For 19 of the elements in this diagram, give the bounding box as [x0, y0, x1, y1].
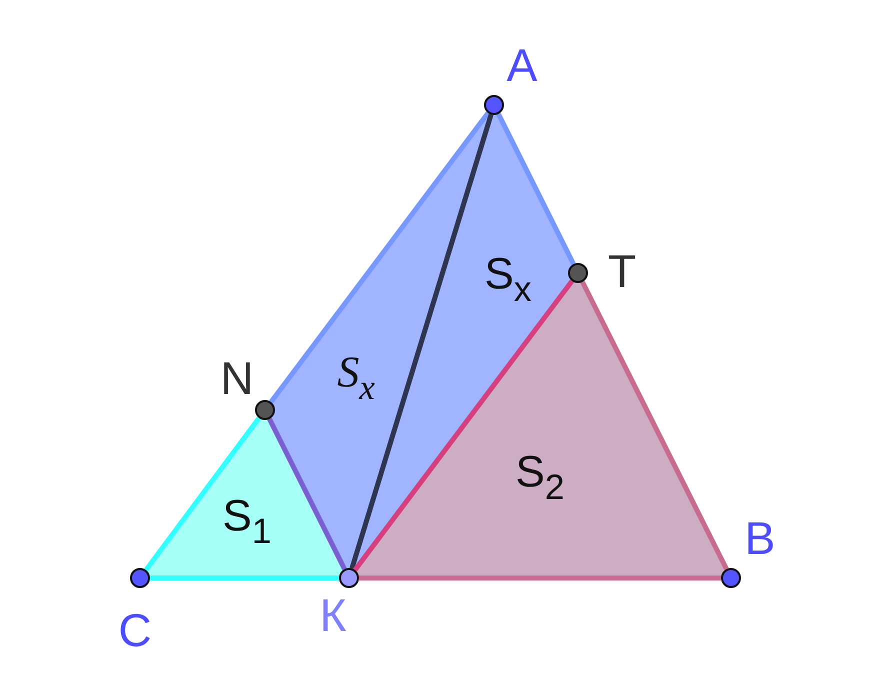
line-segment — [144, 416, 262, 572]
point-label: B — [744, 515, 776, 561]
point-label: К — [320, 592, 346, 638]
area-label: S$_{1}$ — [222, 494, 272, 550]
line-segment — [580, 280, 729, 570]
line-segment — [269, 112, 490, 404]
area-label: S$_{2}$ — [516, 450, 564, 506]
line-segment — [350, 114, 494, 570]
line-segment — [150, 576, 339, 580]
area-label: S$_{x}$ — [484, 252, 532, 308]
point-label: N — [220, 355, 254, 401]
point-label: A — [506, 42, 538, 88]
point-label: C — [118, 607, 152, 653]
line-segment — [496, 112, 576, 266]
area-label: S$_{x}$ — [337, 350, 375, 406]
line-segment — [359, 576, 721, 580]
line-segment — [267, 418, 347, 570]
point-label: T — [608, 248, 636, 294]
line-segment — [353, 280, 574, 572]
